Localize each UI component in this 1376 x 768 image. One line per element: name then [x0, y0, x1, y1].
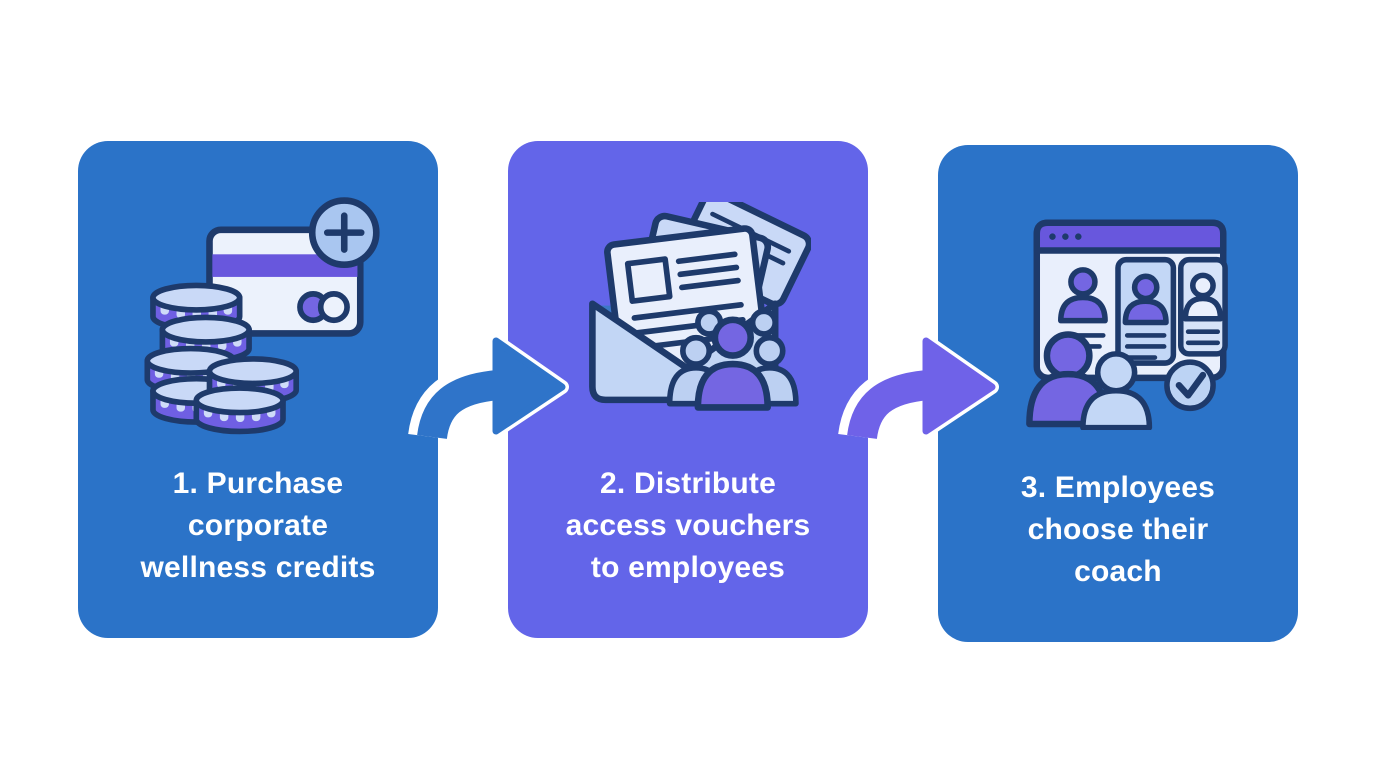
step-card-1: 1. Purchase corporate wellness credits — [78, 141, 438, 638]
step-caption-3: 3. Employees choose their coach — [1021, 467, 1215, 593]
plus-badge-icon — [308, 197, 380, 269]
caption-line: to employees — [590, 551, 786, 584]
step-caption-2: 2. Distribute access vouchers to employe… — [566, 463, 811, 589]
coach-profile-1 — [1058, 267, 1108, 349]
caption-line: access vouchers — [565, 509, 811, 542]
choosing-employees — [1026, 331, 1153, 430]
caption-line: choose their — [1027, 513, 1209, 546]
browser-coach-profiles-icon — [998, 195, 1238, 443]
arrow-right-icon-2 — [838, 325, 1003, 450]
envelope-vouchers-people-icon — [566, 191, 811, 439]
step-caption-1: 1. Purchase corporate wellness credits — [141, 463, 376, 589]
arrow-right-icon-1 — [408, 325, 573, 450]
credit-card-coins-icon — [136, 191, 381, 439]
coach-profile-3 — [1177, 257, 1228, 357]
check-badge-icon — [1164, 359, 1216, 412]
caption-line: 1. Purchase — [172, 467, 344, 500]
employees-group — [666, 308, 799, 411]
caption-line: coach — [1074, 555, 1162, 588]
caption-line: 2. Distribute — [600, 467, 776, 500]
caption-line: wellness credits — [140, 551, 376, 584]
caption-line: 3. Employees — [1020, 471, 1216, 504]
step-card-3: 3. Employees choose their coach — [938, 145, 1298, 642]
caption-line: corporate — [187, 509, 329, 542]
coach-profile-2 — [1115, 257, 1177, 367]
